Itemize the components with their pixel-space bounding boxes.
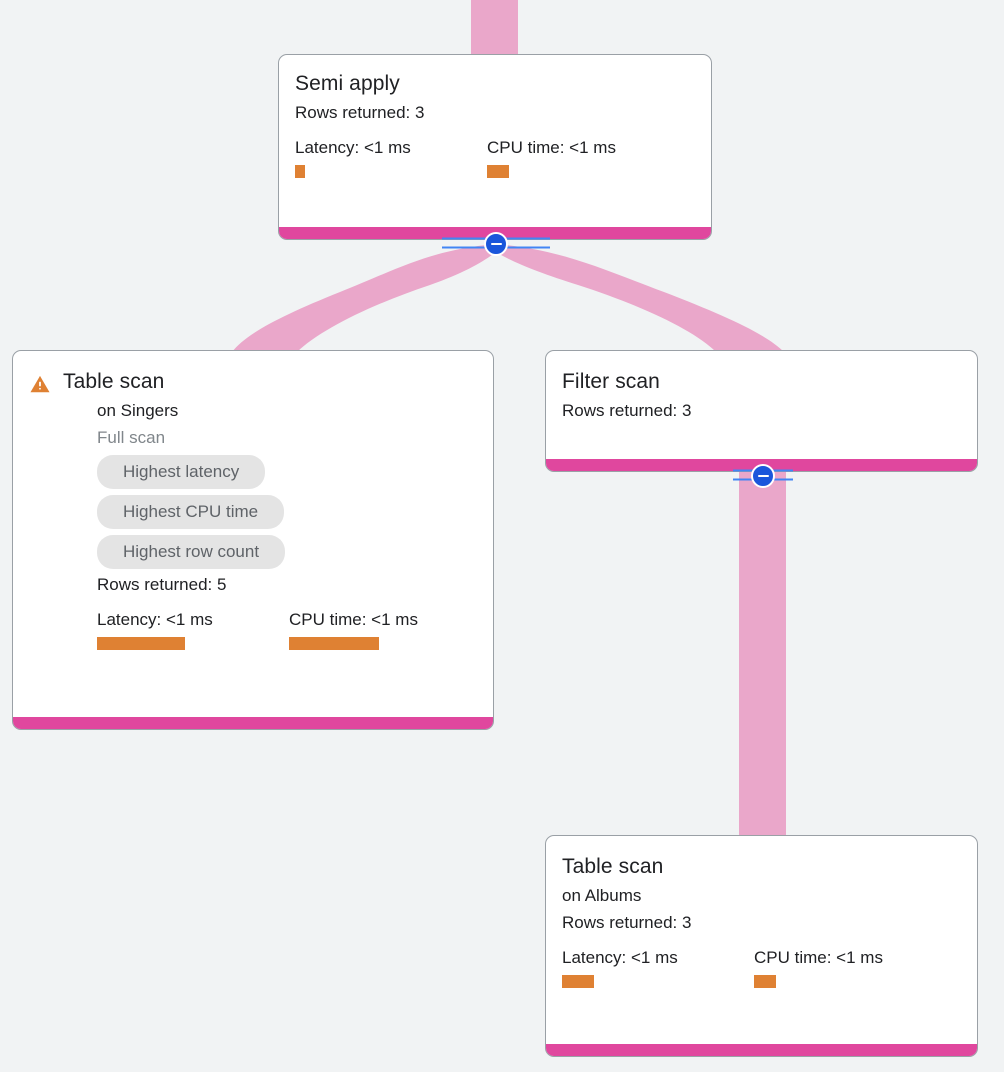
node-details: on Singers Full scan <box>29 397 477 451</box>
metric-latency: Latency: <1 ms <box>562 946 754 988</box>
chip-highest-row-count[interactable]: Highest row count <box>97 535 286 569</box>
edge-root-to-semi-apply <box>471 0 518 56</box>
node-rows-returned: Rows returned: 3 <box>295 103 425 122</box>
metric-latency-label: Latency: <1 ms <box>295 138 411 157</box>
metric-cpu-time-label: CPU time: <1 ms <box>754 948 883 967</box>
node-title: Semi apply <box>295 72 400 95</box>
node-semi-apply[interactable]: Semi apply Rows returned: 3 Latency: <1 … <box>278 54 712 240</box>
collapse-toggle-semi-apply[interactable] <box>442 231 550 257</box>
node-metrics: Latency: <1 ms CPU time: <1 ms <box>562 946 961 988</box>
node-filter-scan[interactable]: Filter scan Rows returned: 3 <box>545 350 978 472</box>
metric-cpu-time: CPU time: <1 ms <box>487 136 616 178</box>
node-header: Filter scan <box>562 367 961 397</box>
metric-latency: Latency: <1 ms <box>97 608 289 650</box>
chip-highest-latency[interactable]: Highest latency <box>97 455 266 489</box>
collapse-toggle-filter-scan[interactable] <box>733 463 793 489</box>
metric-cpu-time-label: CPU time: <1 ms <box>487 138 616 157</box>
node-table-scan-albums[interactable]: Table scan on Albums Rows returned: 3 La… <box>545 835 978 1057</box>
metric-latency-label: Latency: <1 ms <box>97 610 213 629</box>
node-title: Filter scan <box>562 370 660 393</box>
metric-cpu-time-bar <box>289 637 379 650</box>
metric-latency-bar <box>97 637 185 650</box>
node-header: Table scan <box>29 367 477 397</box>
node-title: Table scan <box>63 370 165 393</box>
collapse-minus-icon[interactable] <box>484 232 508 256</box>
metric-cpu-time: CPU time: <1 ms <box>754 946 883 988</box>
node-footer-bar <box>546 1044 977 1056</box>
metric-latency-label: Latency: <1 ms <box>562 948 678 967</box>
node-title: Table scan <box>562 855 664 878</box>
node-body: Filter scan Rows returned: 3 <box>546 351 977 459</box>
node-header: Semi apply <box>295 69 695 99</box>
node-header: Table scan <box>562 852 961 882</box>
node-rows-returned: Rows returned: 3 <box>562 913 692 932</box>
metric-latency-bar <box>295 165 305 178</box>
node-body: Semi apply Rows returned: 3 Latency: <1 … <box>279 55 711 227</box>
collapse-minus-icon[interactable] <box>751 464 775 488</box>
edge-semi-apply-to-filter-scan <box>496 244 784 352</box>
metric-cpu-time: CPU time: <1 ms <box>289 608 418 650</box>
node-subtitle: on Singers <box>97 401 179 420</box>
node-metrics: Latency: <1 ms CPU time: <1 ms <box>29 608 477 650</box>
node-footer-bar <box>13 717 493 729</box>
node-rows-returned: Rows returned: 3 <box>562 401 692 420</box>
chip-highest-cpu-time[interactable]: Highest CPU time <box>97 495 285 529</box>
metric-latency-bar <box>562 975 594 988</box>
node-subtitle: on Albums <box>562 886 642 905</box>
metric-cpu-time-bar <box>487 165 509 178</box>
node-body: Table scan on Singers Full scan Highest … <box>13 351 493 717</box>
node-rows-returned: Rows returned: 5 <box>97 575 227 594</box>
node-table-scan-singers[interactable]: Table scan on Singers Full scan Highest … <box>12 350 494 730</box>
edge-semi-apply-to-table-scan-singers <box>232 244 496 352</box>
node-metrics: Latency: <1 ms CPU time: <1 ms <box>295 136 695 178</box>
warning-icon <box>29 373 51 395</box>
metric-latency: Latency: <1 ms <box>295 136 487 178</box>
metric-cpu-time-bar <box>754 975 776 988</box>
edge-filter-scan-to-table-scan-albums <box>739 470 786 840</box>
node-detail: Full scan <box>97 428 166 447</box>
node-chip-list: Highest latency Highest CPU time Highest… <box>29 455 477 569</box>
node-body: Table scan on Albums Rows returned: 3 La… <box>546 836 977 1044</box>
metric-cpu-time-label: CPU time: <1 ms <box>289 610 418 629</box>
